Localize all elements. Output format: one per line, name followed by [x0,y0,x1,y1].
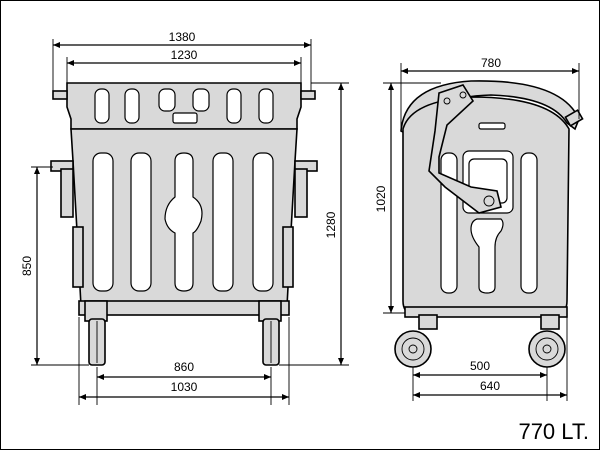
front-wheel-right [258,300,282,366]
front-side-plate-right [294,168,308,218]
side-base [404,306,568,318]
side-wheel-left [394,314,438,368]
side-handle [564,109,584,127]
dim-860: 860 [174,360,194,374]
dim-1230: 1230 [171,48,198,62]
side-lid-slot [478,122,506,130]
dim-850: 850 [20,256,34,276]
front-side-plate-left [60,168,74,218]
front-side-rail-left [72,226,84,288]
front-base [78,300,290,316]
dim-640: 640 [480,379,500,393]
side-wheel-right [528,314,566,368]
side-dimensions: 780 1020 500 640 [374,56,580,401]
side-view [394,80,584,368]
capacity-caption: 770 LT. [518,419,589,444]
side-lid-arm [428,84,502,214]
dim-1030: 1030 [171,380,198,394]
dim-1020: 1020 [374,185,388,212]
front-dimensions: 1380 1230 850 1280 860 1030 [20,30,349,405]
dim-1380: 1380 [169,30,196,44]
front-handle-left [52,90,68,100]
front-wheel-left [84,300,108,366]
front-view [50,82,318,366]
dim-780: 780 [481,56,501,70]
dim-1280: 1280 [324,211,338,238]
front-handle-right [300,90,316,100]
front-body-slots [92,152,274,292]
front-side-rail-right [282,226,294,288]
front-lid-slots [94,88,274,124]
dim-500: 500 [470,359,490,373]
